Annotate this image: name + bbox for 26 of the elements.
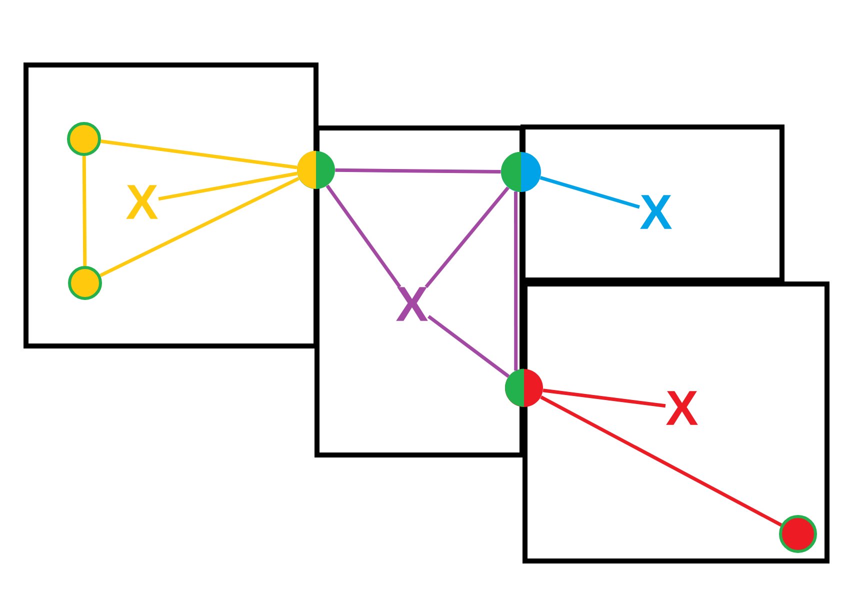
line [335,168,501,174]
dot [501,152,541,192]
line [540,395,782,527]
line [158,172,298,201]
dot [505,368,543,407]
dot [68,266,102,300]
x-marker: X [396,287,428,321]
line [326,184,402,288]
x-marker: X [126,185,158,219]
dot [779,515,817,553]
square-frame [522,282,830,564]
line [514,192,518,371]
line [424,186,510,288]
square-frame [314,126,524,458]
dot [67,122,101,156]
dot [297,150,335,189]
x-marker: X [640,195,672,229]
x-marker: X [666,391,698,425]
line [540,176,640,209]
line [100,140,298,170]
line [100,176,300,278]
square-frame [520,124,784,282]
line [542,388,666,408]
line [82,156,87,266]
line [428,315,510,378]
square-frame [24,62,318,348]
